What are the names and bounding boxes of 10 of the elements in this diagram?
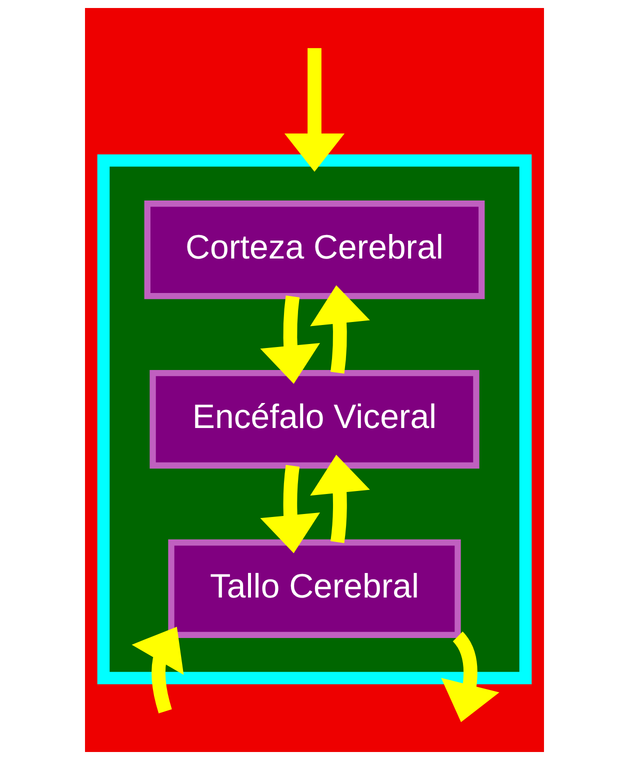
node-box: Corteza Cerebral bbox=[144, 200, 484, 300]
arrow bbox=[260, 296, 320, 384]
node-box: Tallo Cerebral bbox=[168, 539, 460, 638]
arrow bbox=[310, 285, 370, 374]
cluster bbox=[96, 154, 532, 684]
node-box: Encéfalo Viceral bbox=[149, 370, 479, 469]
arrow bbox=[260, 464, 320, 554]
arrow bbox=[310, 454, 370, 543]
arrow bbox=[131, 626, 184, 714]
arrow bbox=[284, 48, 344, 172]
